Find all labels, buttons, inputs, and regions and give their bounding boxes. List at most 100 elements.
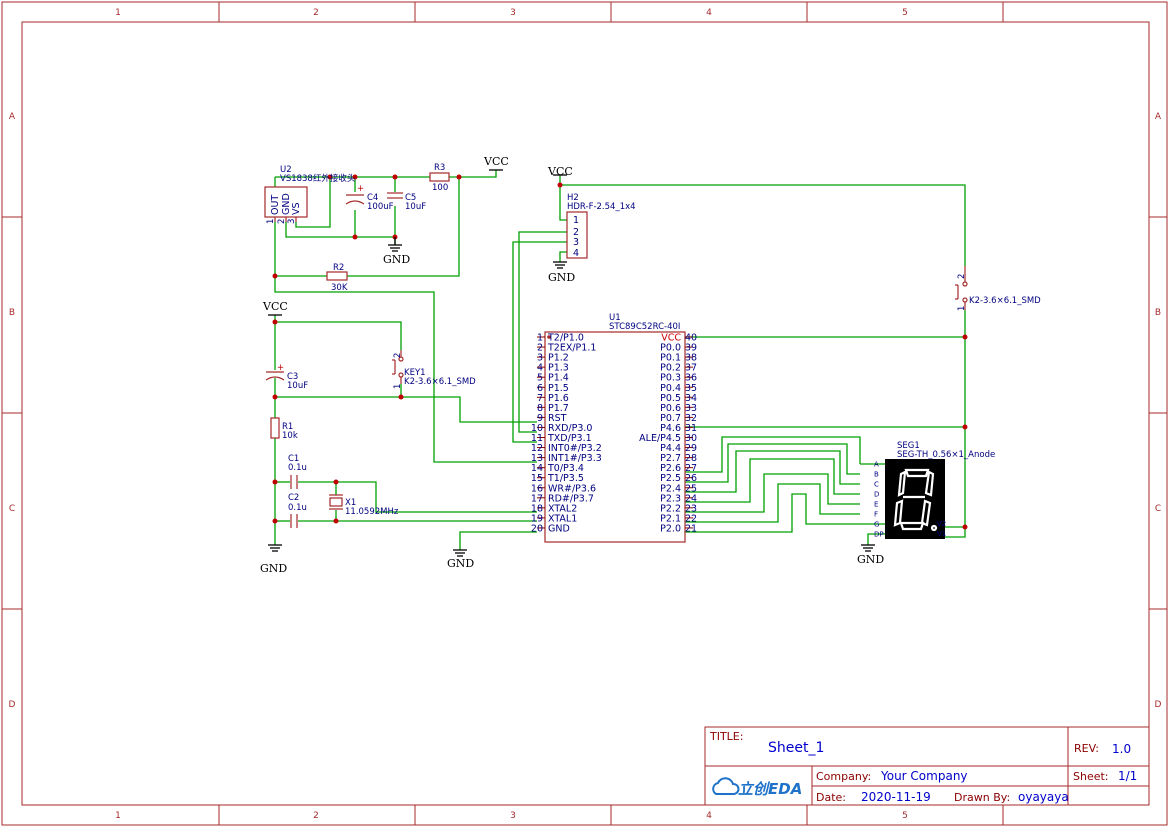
- u1-pin-28-number: 28: [685, 453, 697, 464]
- svg-text:+: +: [277, 363, 284, 373]
- u1-pin-11-number: 11: [531, 433, 543, 444]
- u1-pin-34-number: 34: [685, 393, 697, 404]
- u1-pin-36-number: 36: [685, 373, 697, 384]
- cloud-icon: [712, 777, 740, 795]
- seg1-pin-v1: V1: [937, 530, 946, 538]
- c5-capacitor: C5 10uF: [387, 192, 426, 212]
- r2-value: 30K: [331, 283, 348, 293]
- seg1-pin-g: G: [874, 521, 879, 529]
- u1-pin-31-name: P4.6: [660, 423, 681, 434]
- u1-pin-29-name: P4.4: [660, 443, 681, 454]
- u2-pin-vs: VS: [291, 202, 302, 215]
- u1-pin-5-name: P1.4: [548, 373, 569, 384]
- gnd-symbol-osc: GND: [260, 544, 287, 575]
- u1-pin-33-number: 33: [685, 403, 697, 414]
- h2-value: HDR-F-2.54_1x4: [567, 202, 636, 212]
- u1-pin-6-number: 6: [537, 383, 543, 394]
- u1-pin-40-name: VCC: [661, 333, 681, 344]
- c4-capacitor: + C4 100uF: [345, 184, 394, 212]
- u1-pin-19-number: 19: [531, 513, 543, 524]
- vcc-symbol-h2: VCC: [547, 165, 573, 178]
- u1-pin-38-number: 38: [685, 353, 697, 364]
- u1-pin-12-number: 12: [531, 443, 543, 454]
- seg1-ref: SEG1: [897, 441, 920, 451]
- u2-pin-num-2: 2: [277, 219, 287, 224]
- date-value: 2020-11-19: [861, 790, 931, 804]
- c2-value: 0.1u: [288, 503, 307, 513]
- seg1-pin-v2: V2: [937, 520, 946, 528]
- key1-switch: 2 1 KEY1 K2-3.6×6.1_SMD: [392, 350, 476, 389]
- u1-pin-23-number: 23: [685, 503, 697, 514]
- sheet-label: Sheet:: [1073, 770, 1109, 783]
- key1-ref: KEY1: [404, 368, 426, 378]
- gnd-symbol-seg: GND: [857, 544, 884, 566]
- u1-pin-39-number: 39: [685, 343, 697, 354]
- u1-pin-23-name: P2.2: [660, 503, 681, 514]
- u1-pin-10-name: RXD/P3.0: [548, 423, 592, 434]
- zone-col-1-bottom: 1: [115, 811, 121, 821]
- u1-pin-2-name: T2EX/P1.1: [547, 343, 596, 354]
- company-label: Company:: [816, 770, 871, 783]
- lceda-logo: 立创EDA: [712, 777, 802, 798]
- u1-pin-35-number: 35: [685, 383, 697, 394]
- c2-ref: C2: [288, 493, 299, 503]
- u1-pin-3-name: P1.2: [548, 353, 569, 364]
- u1-pin-33-name: P0.6: [660, 403, 681, 414]
- key2-switch: 2 1 K2-3.6×6.1_SMD: [955, 266, 1041, 311]
- date-label: Date:: [816, 791, 846, 804]
- r3-resistor: R3 100: [429, 163, 450, 193]
- u2-value: VS1838红外接收头: [280, 173, 356, 184]
- u1-pin-4-number: 4: [537, 363, 543, 374]
- key1-pin-2: 2: [393, 353, 403, 358]
- drawn-by-value: oyayaya: [1018, 790, 1069, 804]
- seg1-pin-f: F: [874, 511, 878, 519]
- r1-value: 10k: [282, 431, 298, 441]
- u1-pin-37-name: P0.2: [660, 363, 681, 374]
- zone-col-4-bottom: 4: [706, 811, 712, 821]
- u1-pin-18-number: 18: [531, 503, 543, 514]
- seven-segment-digit-icon: [893, 468, 938, 532]
- title-label: TITLE:: [709, 730, 743, 743]
- h2-pin-4: 4: [573, 248, 579, 259]
- u1-pin-19-name: XTAL1: [548, 513, 577, 524]
- zone-col-3-bottom: 3: [510, 811, 516, 821]
- zone-col-4-top: 4: [706, 8, 712, 18]
- zone-row-c-right: C: [1155, 504, 1161, 514]
- u1-pin-30-name: ALE/P4.5: [639, 433, 681, 444]
- seg1-value: SEG-TH_0.56×1_Anode: [897, 450, 995, 460]
- u1-pin-7-number: 7: [537, 393, 543, 404]
- c1-capacitor: C1 0.1u: [288, 454, 307, 489]
- u1-pin-1-name: T2/P1.0: [547, 333, 584, 344]
- r3-value: 100: [432, 183, 448, 193]
- logo-text: 立创EDA: [738, 780, 802, 798]
- u1-pin-10-number: 10: [531, 423, 543, 434]
- u1-pin-20-name: GND: [548, 523, 570, 534]
- u1-pin-8-number: 8: [537, 403, 543, 414]
- u1-pin-13-number: 13: [531, 453, 543, 464]
- u1-pin-35-name: P0.4: [660, 383, 681, 394]
- rev-label: REV:: [1074, 742, 1099, 755]
- u1-pin-15-name: T1/P3.5: [547, 473, 584, 484]
- gnd-label: GND: [447, 557, 474, 570]
- u1-pin-18-name: XTAL2: [548, 503, 577, 514]
- u1-value: STC89C52RC-40I: [609, 322, 680, 332]
- u1-pin-26-number: 26: [685, 473, 697, 484]
- key2-pin-2: 2: [957, 274, 967, 279]
- gnd-label: GND: [383, 253, 410, 266]
- c2-capacitor: C2 0.1u: [288, 493, 307, 528]
- u1-pin-12-name: INT0#/P3.2: [548, 443, 602, 454]
- gnd-symbol-h2: GND: [548, 261, 575, 284]
- zone-col-2-bottom: 2: [313, 811, 319, 821]
- u1-pin-5-number: 5: [537, 373, 543, 384]
- u2-ref: U2: [280, 165, 292, 175]
- seg1-pin-e: E: [874, 501, 878, 509]
- u1-pin-36-name: P0.3: [660, 373, 681, 384]
- gnd-symbol-u1: GND: [447, 549, 474, 570]
- r2-resistor: R2 30K: [326, 263, 348, 293]
- u1-pin-34-name: P0.5: [660, 393, 681, 404]
- u1-pin-28-name: P2.7: [660, 453, 681, 464]
- zone-row-d-right: D: [1155, 700, 1162, 710]
